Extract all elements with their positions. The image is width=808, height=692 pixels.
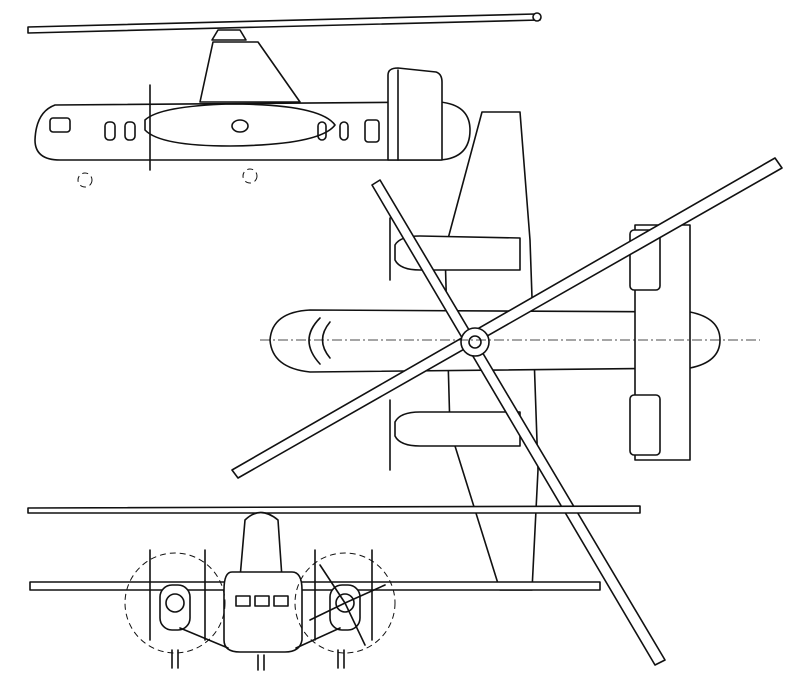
side-pylon <box>199 41 301 103</box>
top-rotor-hub <box>460 327 490 357</box>
side-cockpit-window <box>49 117 71 133</box>
side-engine-nacelle <box>144 103 336 147</box>
side-tail-fin <box>387 67 443 161</box>
front-prop-disc-left <box>124 552 226 654</box>
front-prop-disc-right <box>294 552 396 654</box>
top-tail-fin-lower <box>629 394 661 456</box>
top-rotor-blade-a <box>231 157 783 479</box>
top-nacelle-lower <box>394 411 521 447</box>
front-wheels <box>171 649 345 671</box>
top-view <box>231 111 783 666</box>
side-rotor-hub <box>211 29 247 41</box>
front-rotor-blade <box>27 505 641 514</box>
top-rotor-blade-b <box>371 179 666 666</box>
side-wheel-main <box>242 168 258 184</box>
front-view <box>27 505 641 671</box>
side-rotor-blade <box>27 13 541 34</box>
side-view <box>27 12 542 188</box>
side-wheel-front <box>77 172 93 188</box>
front-fuselage <box>223 571 303 653</box>
front-propeller-right <box>309 564 386 646</box>
front-pylon <box>239 511 283 579</box>
side-blade-tip <box>532 12 542 22</box>
